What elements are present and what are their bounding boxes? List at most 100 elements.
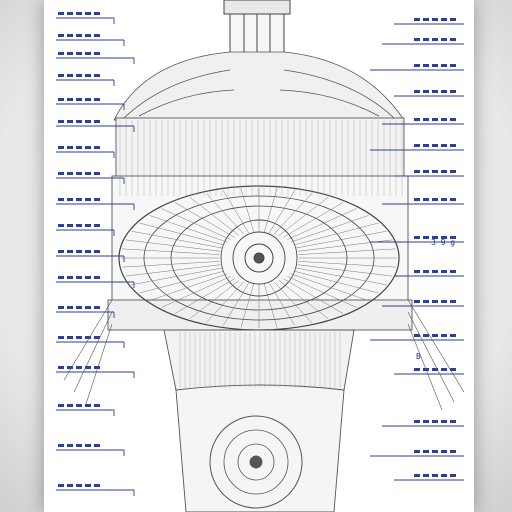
scribble-mark: [94, 98, 100, 101]
radial-ray: [269, 190, 295, 234]
scribble-mark: [432, 368, 438, 371]
radial-ray: [287, 208, 357, 240]
scribble-mark: [76, 120, 82, 123]
scribble-mark: [441, 236, 447, 239]
radial-ray: [263, 188, 278, 233]
radial-ray: [274, 281, 312, 323]
scribble-mark: [432, 474, 438, 477]
radial-ray: [293, 270, 379, 294]
scribble-mark: [450, 38, 456, 41]
scribble-mark: [85, 74, 91, 77]
radial-ray: [278, 280, 329, 319]
radial-ray: [189, 197, 240, 236]
radial-ray: [149, 273, 228, 301]
scribble-mark: [85, 120, 91, 123]
radial-ray: [298, 248, 396, 255]
radial-ray: [263, 283, 278, 328]
scribble-mark: [423, 334, 429, 337]
scribble-mark: [94, 306, 100, 309]
scribble-mark: [432, 144, 438, 147]
scribble-mark: [423, 144, 429, 147]
scribble-mark: [58, 306, 64, 309]
scribble-mark: [450, 170, 456, 173]
scribble-mark: [423, 420, 429, 423]
scribble-mark: [67, 98, 73, 101]
radial-ray: [274, 193, 312, 235]
scribble-mark: [67, 172, 73, 175]
scribble-mark: [414, 38, 420, 41]
scribble-mark: [67, 224, 73, 227]
scribble-mark: [414, 334, 420, 337]
radial-ray: [139, 270, 225, 294]
scribble-mark: [450, 236, 456, 239]
scribble-mark: [432, 334, 438, 337]
radial-ray: [278, 197, 329, 236]
scribble-mark: [441, 118, 447, 121]
scribble-mark: [441, 450, 447, 453]
scribble-mark: [441, 300, 447, 303]
scribble-mark: [441, 270, 447, 273]
scribble-mark: [441, 64, 447, 67]
scribble-mark: [423, 64, 429, 67]
scribble-mark: [85, 224, 91, 227]
scribble-mark: [85, 52, 91, 55]
scribble-mark: [67, 444, 73, 447]
scribble-mark: [67, 34, 73, 37]
scribble-mark: [432, 38, 438, 41]
scribble-mark: [450, 90, 456, 93]
scribble-mark: [76, 224, 82, 227]
scribble-mark: [423, 18, 429, 21]
scribble-mark: [76, 146, 82, 149]
scribble-mark: [423, 90, 429, 93]
radial-ray: [125, 264, 221, 277]
scribble-mark: [76, 172, 82, 175]
scribble-mark: [450, 198, 456, 201]
scribble-mark: [76, 34, 82, 37]
annotation-label: 3 9 g: [431, 238, 456, 247]
scribble-mark: [85, 404, 91, 407]
hatching-lines: [119, 120, 403, 388]
scribble-mark: [414, 420, 420, 423]
upper-dome: [113, 51, 405, 121]
radial-ray: [122, 261, 220, 268]
radial-ray: [283, 202, 344, 238]
scribble-mark: [58, 444, 64, 447]
scribble-mark: [94, 198, 100, 201]
scribble-mark: [432, 270, 438, 273]
scribble-mark: [67, 146, 73, 149]
scribble-mark: [67, 404, 73, 407]
scribble-mark: [450, 474, 456, 477]
scribble-mark: [94, 276, 100, 279]
scribble-mark: [432, 420, 438, 423]
scribble-mark: [85, 366, 91, 369]
scribble-mark: [432, 90, 438, 93]
radial-ray: [149, 215, 228, 243]
scribble-mark: [414, 450, 420, 453]
scribble-mark: [414, 144, 420, 147]
scribble-mark: [432, 300, 438, 303]
scribble-mark: [76, 444, 82, 447]
scribble-mark: [58, 12, 64, 15]
scribble-mark: [94, 484, 100, 487]
scribble-mark: [414, 118, 420, 121]
scribble-mark: [58, 336, 64, 339]
scribble-mark: [58, 74, 64, 77]
scribble-mark: [76, 484, 82, 487]
scribble-mark: [67, 336, 73, 339]
scribble-mark: [450, 270, 456, 273]
scribble-mark: [85, 172, 91, 175]
scribble-mark: [414, 300, 420, 303]
scribble-mark: [441, 198, 447, 201]
scribble-mark: [67, 52, 73, 55]
scribble-mark: [94, 74, 100, 77]
scribble-mark: [423, 300, 429, 303]
scribble-mark: [67, 74, 73, 77]
scribble-mark: [423, 170, 429, 173]
scribble-mark: [432, 64, 438, 67]
radial-ray: [287, 276, 357, 308]
scribble-mark: [441, 90, 447, 93]
scribble-mark: [67, 120, 73, 123]
lower-body: [163, 329, 355, 512]
scribble-mark: [94, 404, 100, 407]
scribble-mark: [94, 12, 100, 15]
